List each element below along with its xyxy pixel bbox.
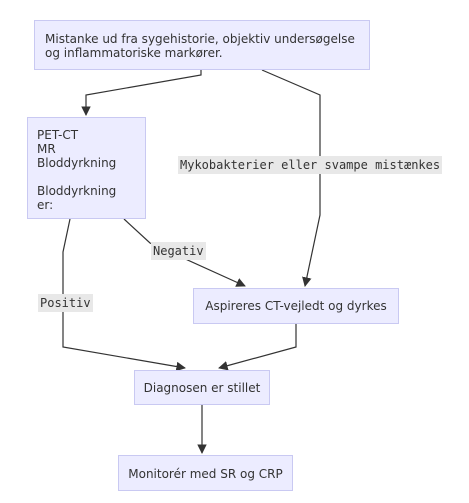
node-monitor-label: Monitorér med SR og CRP [128, 467, 283, 481]
node-aspirate: Aspireres CT-vejledt og dyrkes [193, 288, 399, 324]
edge-label-positive: Positiv [38, 294, 93, 312]
edge-aspirate-to-diagnosis [218, 324, 297, 371]
node-monitor: Monitorér med SR og CRP [118, 455, 293, 491]
edge-label-negative: Negativ [151, 242, 206, 260]
edge-label-mycobacteria: Mykobakterier eller svampe mistænkes [178, 156, 443, 174]
node-diagnosis: Diagnosen er stillet [134, 370, 270, 405]
edge-imaging-to-aspirate [123, 218, 246, 287]
edge-suspicion-to-aspirate [261, 69, 321, 287]
node-suspicion: Mistanke ud fra sygehistorie, objektiv u… [34, 20, 370, 70]
node-suspicion-label: Mistanke ud fra sygehistorie, objektiv u… [45, 32, 355, 60]
edge-suspicion-to-imaging [81, 70, 202, 116]
node-imaging-label: PET-CT MR Bloddyrkning Bloddyrkning er: [37, 128, 117, 212]
node-imaging: PET-CT MR Bloddyrkning Bloddyrkning er: [27, 117, 146, 219]
node-diagnosis-label: Diagnosen er stillet [143, 381, 261, 395]
node-aspirate-label: Aspireres CT-vejledt og dyrkes [205, 299, 387, 313]
